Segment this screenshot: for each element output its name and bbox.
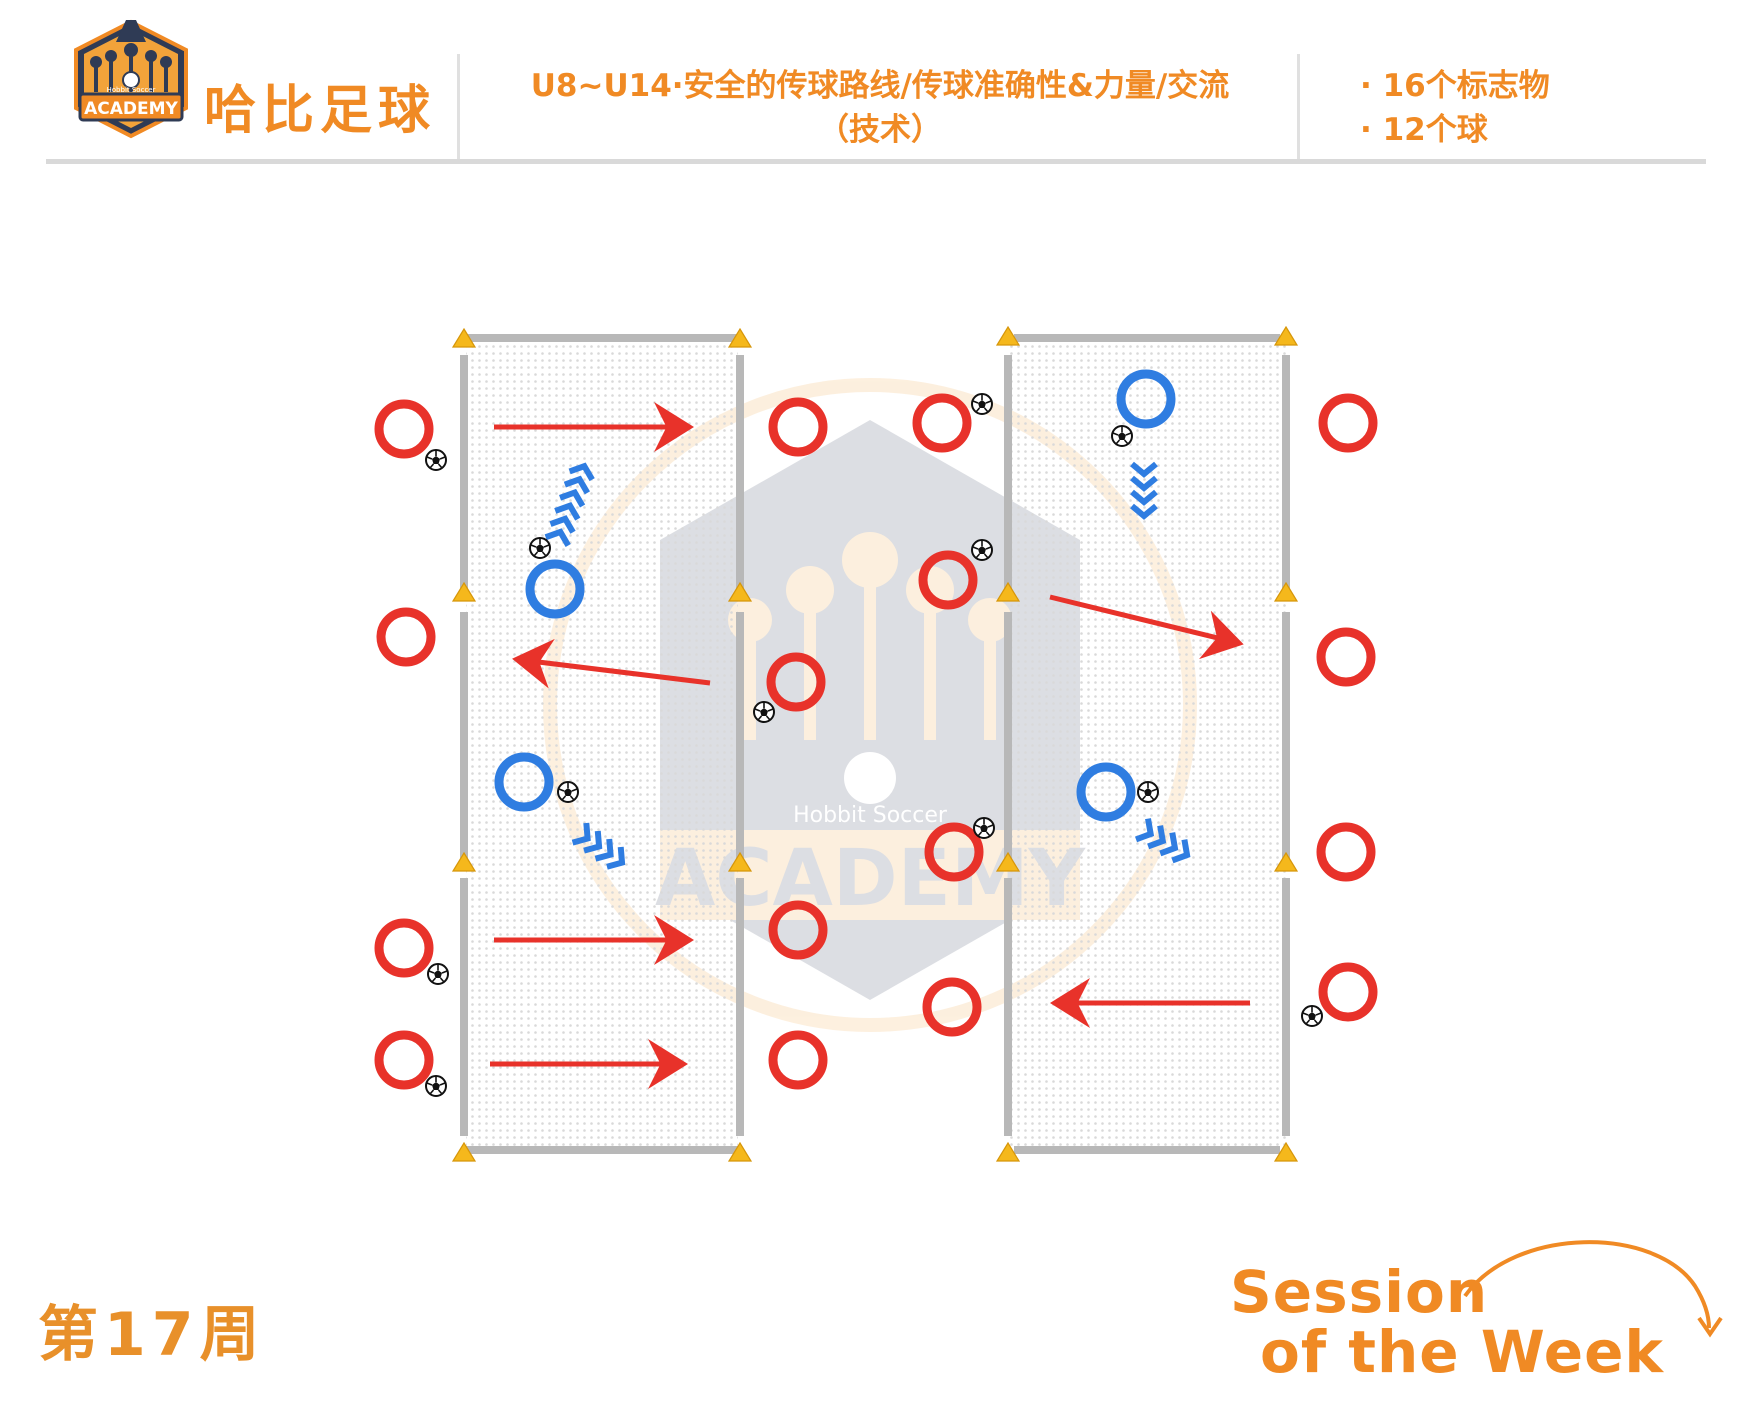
pass-arrow (512, 638, 711, 689)
soccer-ball-icon (122, 71, 140, 89)
blue-player (1116, 369, 1176, 429)
red-player (922, 977, 982, 1037)
red-player (766, 652, 826, 712)
dribble-arrows (544, 461, 1191, 870)
red-player (376, 607, 436, 667)
pass-arrows (490, 402, 1250, 1089)
soccer-ball-icon (973, 817, 995, 839)
soccer-ball-icon (1301, 1005, 1323, 1027)
header-divider (1297, 54, 1300, 164)
soccer-ball-icon (1137, 781, 1159, 803)
session-title-line1: U8~U14·安全的传球路线/传球准确性&力量/交流 (530, 68, 1230, 104)
red-player (924, 822, 984, 882)
red-player (1318, 962, 1378, 1022)
pass-arrow (1049, 594, 1244, 660)
red-player (768, 1030, 828, 1090)
logo-text-top: Hobbit Soccer (107, 86, 156, 94)
session-of-the-week-line1: Session (1230, 1258, 1489, 1326)
right-grid (1004, 334, 1290, 1154)
red-player (912, 393, 972, 453)
equipment-list: · 16个标志物 · 12个球 (1360, 64, 1550, 152)
watermark-text-top: Hobbit Soccer (793, 803, 948, 828)
left-grid (460, 334, 744, 1154)
soccer-ball-icon (557, 781, 579, 803)
red-player (1316, 822, 1376, 882)
dribble-arrow (544, 462, 595, 547)
soccer-ball-icon (425, 449, 447, 471)
soccer-ball-icon (844, 752, 896, 804)
header-underline (46, 159, 1706, 164)
red-player (768, 900, 828, 960)
logo-text-main: ACADEMY (84, 99, 178, 119)
swoosh-arrow-icon (1697, 1316, 1723, 1338)
session-title: U8~U14·安全的传球路线/传球准确性&力量/交流 （技术） (465, 64, 1295, 152)
academy-logo: Hobbit Soccer ACADEMY (74, 19, 188, 139)
wizard-hat-icon (116, 20, 146, 42)
soccer-ball-icon (753, 701, 775, 723)
dribble-arrow (1130, 461, 1158, 520)
blue-player (494, 752, 554, 812)
red-player (918, 550, 978, 610)
session-of-the-week-swoosh (1463, 1240, 1723, 1338)
session-of-the-week-line2: of the Week (1260, 1318, 1664, 1386)
week-label: 第17周 (38, 1300, 266, 1370)
blue-players (494, 369, 1176, 822)
session-title-line2: （技术） (818, 112, 942, 148)
red-player (374, 1030, 434, 1090)
red-player (374, 399, 434, 459)
soccer-ball-icon (425, 1075, 447, 1097)
equipment-item: · 16个标志物 (1360, 68, 1550, 104)
red-player (1318, 393, 1378, 453)
dribble-arrow (1134, 818, 1191, 864)
soccer-ball-icon (971, 393, 993, 415)
red-player (374, 918, 434, 978)
blue-player (525, 559, 585, 619)
red-players (374, 393, 1378, 1090)
soccer-ball-icon (971, 539, 993, 561)
soccer-ball-icon (529, 537, 551, 559)
red-player (1316, 627, 1376, 687)
equipment-item: · 12个球 (1360, 112, 1488, 148)
brand-name: 哈比足球 (204, 81, 437, 141)
red-player (768, 397, 828, 457)
header-divider (457, 54, 460, 164)
soccer-ball-icon (1111, 425, 1133, 447)
dribble-arrow (571, 822, 626, 870)
soccer-ball-icon (427, 963, 449, 985)
blue-player (1076, 762, 1136, 822)
